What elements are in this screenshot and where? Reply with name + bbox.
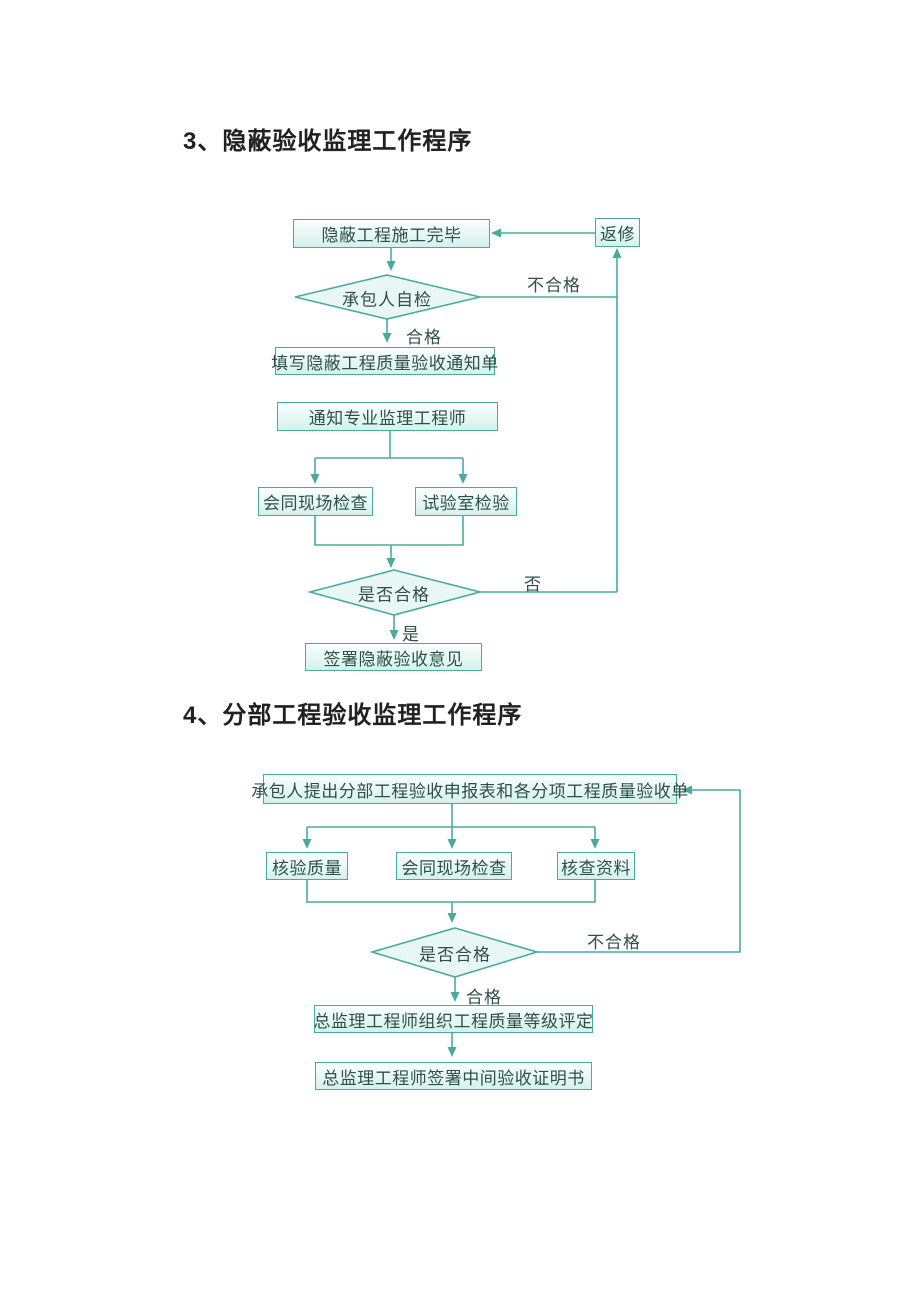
edge-label-qualified-2: 合格 bbox=[466, 988, 502, 1007]
node-joint-site-inspection-1: 会同现场检查 bbox=[258, 487, 373, 516]
flowchart2-edges bbox=[302, 785, 741, 1057]
node-repair: 返修 bbox=[595, 218, 640, 247]
node-contractor-submit-forms: 承包人提出分部工程验收申报表和各分项工程质量验收单 bbox=[251, 774, 688, 804]
node-construction-complete: 隐蔽工程施工完毕 bbox=[293, 219, 490, 248]
section4-heading: 4、分部工程验收监理工作程序 bbox=[183, 702, 523, 729]
flowchart1-edges bbox=[294, 228, 622, 640]
decision-label-contractor-self-check: 承包人自检 bbox=[342, 290, 432, 310]
node-verify-quality: 核验质量 bbox=[266, 852, 348, 880]
node-lab-test: 试验室检验 bbox=[415, 487, 517, 516]
edge-label-no: 否 bbox=[524, 575, 542, 594]
node-sign-acceptance-opinion: 签署隐蔽验收意见 bbox=[305, 643, 482, 671]
edge-label-unqualified-1: 不合格 bbox=[527, 276, 581, 295]
node-notify-supervision-engineer: 通知专业监理工程师 bbox=[277, 402, 498, 431]
edge-label-unqualified-2: 不合格 bbox=[587, 933, 641, 952]
decision-label-qualified-2: 是否合格 bbox=[419, 945, 491, 965]
edge-label-yes: 是 bbox=[402, 625, 420, 644]
node-fill-acceptance-notice: 填写隐蔽工程质量验收通知单 bbox=[271, 347, 498, 375]
edge-label-qualified-1: 合格 bbox=[406, 328, 442, 347]
node-joint-site-inspection-2: 会同现场检查 bbox=[396, 852, 512, 880]
node-organize-quality-grade-evaluation: 总监理工程师组织工程质量等级评定 bbox=[314, 1005, 593, 1033]
decision-label-qualified-1: 是否合格 bbox=[358, 585, 430, 605]
node-sign-interim-acceptance-certificate: 总监理工程师签署中间验收证明书 bbox=[315, 1062, 592, 1090]
section3-heading: 3、隐蔽验收监理工作程序 bbox=[183, 128, 473, 155]
node-check-documents: 核查资料 bbox=[557, 852, 635, 880]
